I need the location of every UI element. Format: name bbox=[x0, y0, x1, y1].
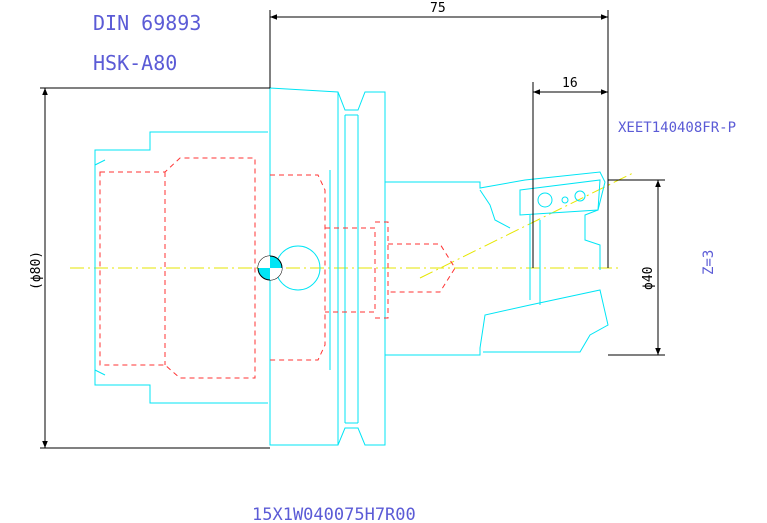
cutting-diameter-value: ϕ40 bbox=[641, 267, 656, 290]
insert-pocket bbox=[519, 179, 601, 216]
shank-diameter-value: (ϕ80) bbox=[29, 251, 44, 290]
boring-head-outline bbox=[385, 171, 609, 356]
dimension-insert-offset: 16 bbox=[532, 76, 608, 268]
insert-center-icon bbox=[561, 196, 569, 204]
dimension-cutting-diameter: ϕ40 bbox=[608, 179, 665, 356]
hsk-shank-outline bbox=[94, 131, 268, 404]
part-number: 15X1W040075H7R00 bbox=[252, 505, 416, 523]
dimension-shank-diameter: (ϕ80) bbox=[29, 87, 270, 449]
hidden-features bbox=[99, 157, 456, 379]
standard-label: DIN 69893 bbox=[93, 11, 201, 35]
interface-label: HSK-A80 bbox=[93, 51, 177, 75]
dimension-overall-length: 75 bbox=[269, 1, 609, 268]
insert-offset-value: 16 bbox=[562, 76, 578, 91]
insert-screw-icon bbox=[537, 192, 553, 208]
insert-axis-line bbox=[419, 171, 636, 279]
teeth-count: Z=3 bbox=[701, 250, 717, 275]
flange-outline bbox=[269, 87, 386, 446]
insert-hole-icon bbox=[574, 190, 586, 202]
ball-valve-symbol bbox=[257, 245, 321, 291]
insert-label: XEET140408FR-P bbox=[618, 120, 736, 136]
overall-length-value: 75 bbox=[430, 1, 446, 16]
